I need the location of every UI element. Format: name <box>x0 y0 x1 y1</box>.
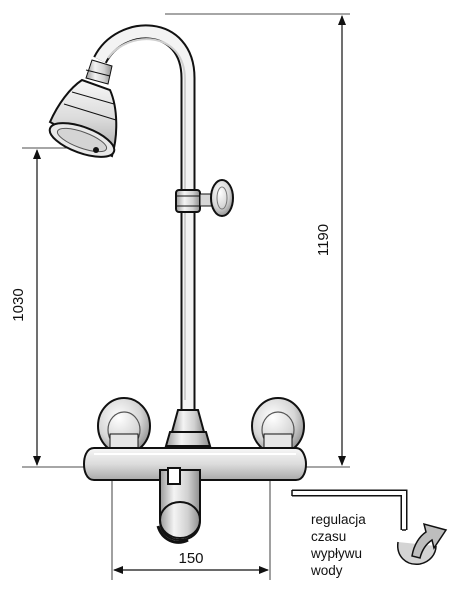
shower-assembly <box>48 24 308 544</box>
note-line-4: wody <box>310 563 343 578</box>
pipe-holder <box>175 179 234 217</box>
note-line-3: wypływu <box>310 546 362 561</box>
push-button <box>156 467 201 544</box>
mixer-body <box>82 447 308 481</box>
shower-pipe <box>93 24 196 410</box>
pipe-connector <box>164 409 212 447</box>
dimension-label-total: 1190 <box>315 224 332 256</box>
dimension-label-head: 1030 <box>10 288 27 321</box>
wall-fitting-right <box>251 397 305 455</box>
adjustment-note: regulacja czasu wypływu wody <box>310 512 366 578</box>
allen-key-icon <box>291 489 408 531</box>
note-line-1: regulacja <box>311 512 366 527</box>
dimension-width: 150 <box>111 478 271 580</box>
shower-head <box>48 59 118 158</box>
dimension-label-width: 150 <box>178 550 203 567</box>
wall-fitting-left <box>97 397 151 455</box>
rotation-arrow-icon <box>397 522 448 565</box>
dimension-head-height: 1030 <box>10 147 92 468</box>
note-line-2: czasu <box>311 529 346 544</box>
dimension-total-height: 1190 <box>165 13 350 468</box>
